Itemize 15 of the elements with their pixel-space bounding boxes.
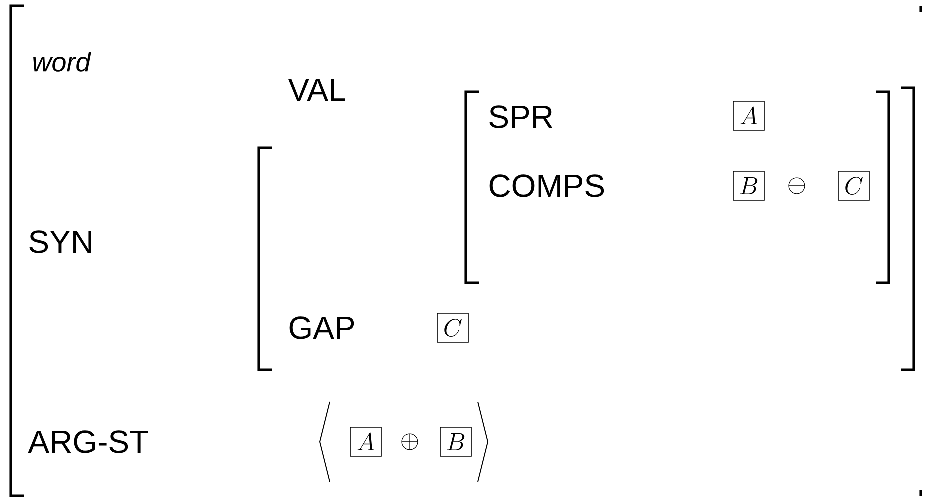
attribute-label: SPR <box>490 106 553 128</box>
attribute-label: GAP <box>290 316 354 340</box>
tag-box: $A$ <box>733 101 765 131</box>
attribute-label: VAL <box>288 79 346 101</box>
operator-symbol: $\ominus$ <box>788 178 806 194</box>
type-label: word <box>34 52 92 72</box>
attribute-label: SYN <box>30 230 92 254</box>
tag-box: $C$ <box>838 171 870 201</box>
attribute-label: ARG-ST <box>28 430 148 454</box>
tag-box: $B$ <box>733 171 765 201</box>
operator-symbol: $\oplus$ <box>402 434 418 450</box>
tag-box: $B$ <box>440 427 472 457</box>
tag-box: $A$ <box>350 427 382 457</box>
attribute-label: COMPS <box>490 174 604 198</box>
tag-box: $C$ <box>437 313 469 343</box>
